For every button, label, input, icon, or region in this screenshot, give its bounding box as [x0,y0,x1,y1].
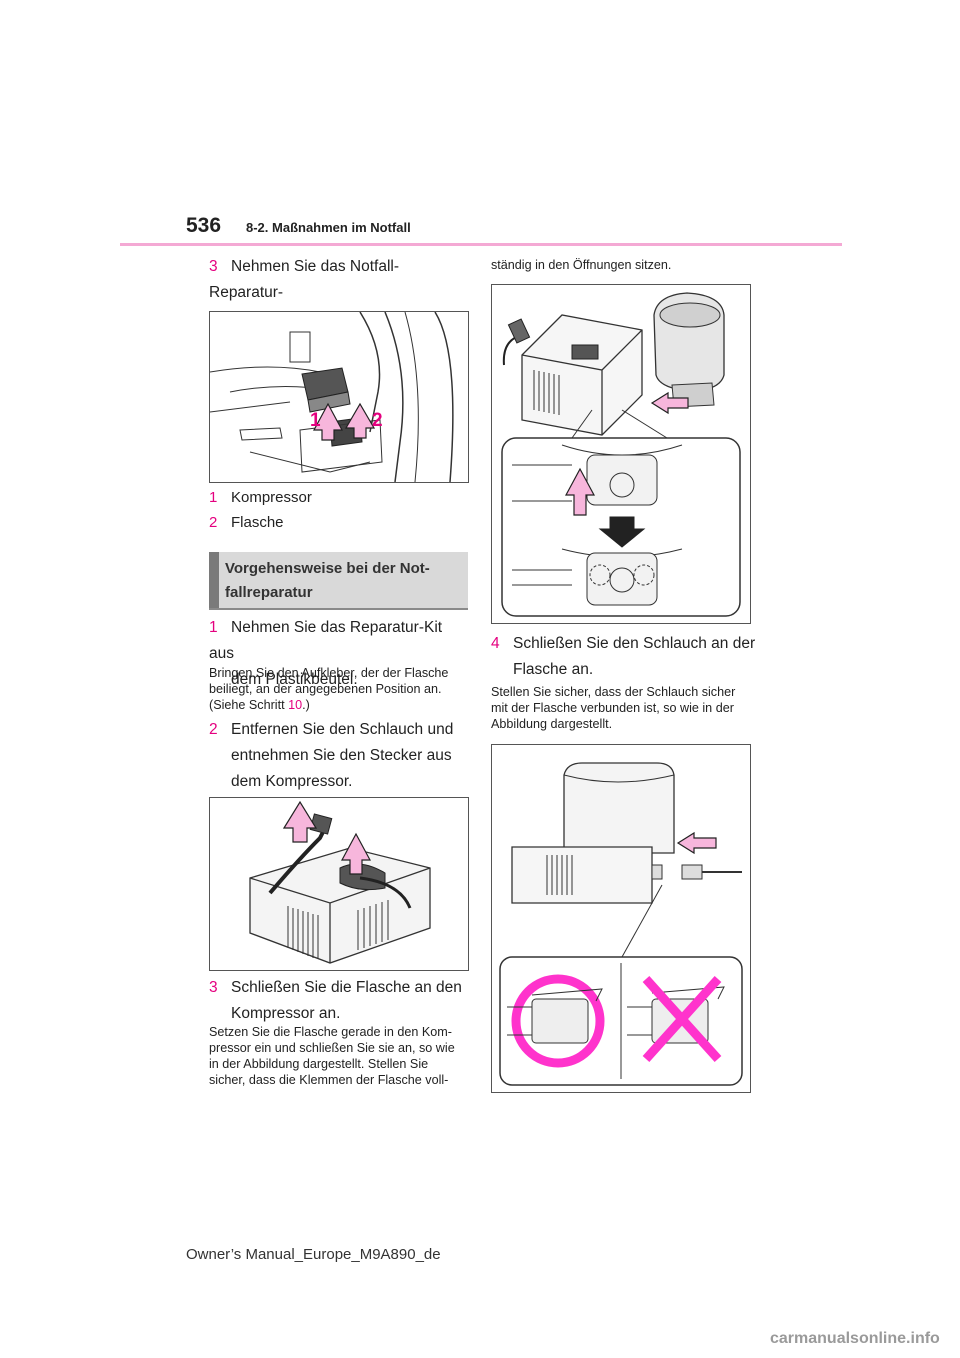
figure-bottle-insertion [491,284,751,624]
compressor-hose-illustration [249,800,431,964]
step-text: Kompressor an. [231,1005,341,1022]
heading-underline [209,608,468,610]
note-line: .) [302,698,310,712]
figure-compressor-hose [209,797,469,971]
step-number: 3 [209,258,218,275]
note-line: in der Abbildung dargestellt. Stellen Si… [209,1057,429,1071]
step-4-connect-hose: 4 Schließen Sie den Schlauch an der Flasc… [491,631,756,683]
hose-connection-illustration [499,762,743,1086]
footer-manual-id: Owner’s Manual_Europe_M9A890_de [186,1246,441,1263]
down-arrow-icon [598,516,646,548]
step-2-remove-hose: 2 Entfernen Sie den Schlauch und entnehme… [209,717,469,795]
left-arrow-icon [676,831,717,855]
note-line: pressor ein und schließen Sie sie an, so… [209,1041,455,1055]
up-arrow-icon [282,800,318,843]
note-line: mit der Flasche verbunden ist, so wie in… [491,701,734,715]
legend-item: 1 Kompressor [209,489,312,506]
up-arrow-icon [564,467,596,516]
note-line: beiliegt, an der angegebenen Position an… [209,682,442,696]
kit-in-trunk-illustration [210,312,454,482]
step-4-note: Stellen Sie sicher, dass der Schlauch si… [491,684,756,732]
correct-circle-icon [511,974,605,1068]
step-1-note: Bringen Sie den Aufkleber, der der Flasc… [209,665,469,713]
legend-number: 2 [209,514,218,531]
section-heading: Vorgehensweise bei der Not- fallreparatu… [209,552,468,610]
section-title: 8-2. Maßnahmen im Notfall [246,220,411,235]
step-text: entnehmen Sie den Stecker aus [231,747,452,764]
up-arrow-icon [344,402,376,439]
step-3-connect-bottle: 3 Schließen Sie die Flasche an den Kompre… [209,975,469,1027]
callout-1: 1 [310,410,321,431]
left-arrow-icon [650,391,689,415]
legend-text: Flasche [231,514,284,531]
step-text: Entfernen Sie den Schlauch und [231,721,454,738]
step-text: dem Kompressor. [231,773,353,790]
watermark: carmanualsonline.info [770,1330,940,1347]
note-line: Bringen Sie den Aufkleber, der der Flasc… [209,666,449,680]
step-text: Flasche an. [513,661,594,678]
note-line: (Siehe Schritt [209,698,289,712]
up-arrow-icon [340,832,372,875]
step-text: Schließen Sie den Schlauch an der [513,635,756,652]
step-text: Schließen Sie die Flasche an den [231,979,462,996]
step-3-note-continued: ständig in den Öffnungen sitzen. [491,258,672,272]
legend-text: Kompressor [231,489,312,506]
heading-bar [209,552,219,610]
heading-line: fallreparatur [225,584,313,601]
figure-kit-in-trunk: 1 2 [209,311,469,483]
legend-number: 1 [209,489,218,506]
step-text: Nehmen Sie das Reparatur-Kit aus [209,619,443,662]
step-number: 2 [209,721,218,738]
heading-line: Vorgehensweise bei der Not- [225,560,430,577]
note-line: Abbildung dargestellt. [491,717,613,731]
legend-item: 2 Flasche [209,514,284,531]
step-text: Nehmen Sie das Notfall-Reparatur- [209,258,399,301]
bottle-insertion-illustration [501,292,741,617]
page-number: 536 [186,214,222,237]
note-line: sicher, dass die Klemmen der Flasche vol… [209,1073,449,1087]
step-number: 3 [209,979,218,996]
note-line: Setzen Sie die Flasche gerade in den Kom… [209,1025,452,1039]
note-line: Stellen Sie sicher, dass der Schlauch si… [491,685,736,699]
step-reference: 10 [288,698,303,712]
callout-2: 2 [372,410,383,431]
figure-hose-connection [491,744,751,1093]
step-number: 1 [209,619,218,636]
header-divider [120,243,842,246]
step-3-note: Setzen Sie die Flasche gerade in den Kom… [209,1024,474,1088]
step-text: dem Plastikbeutel. [231,671,358,688]
up-arrow-icon [312,402,344,441]
step-number: 4 [491,635,500,652]
